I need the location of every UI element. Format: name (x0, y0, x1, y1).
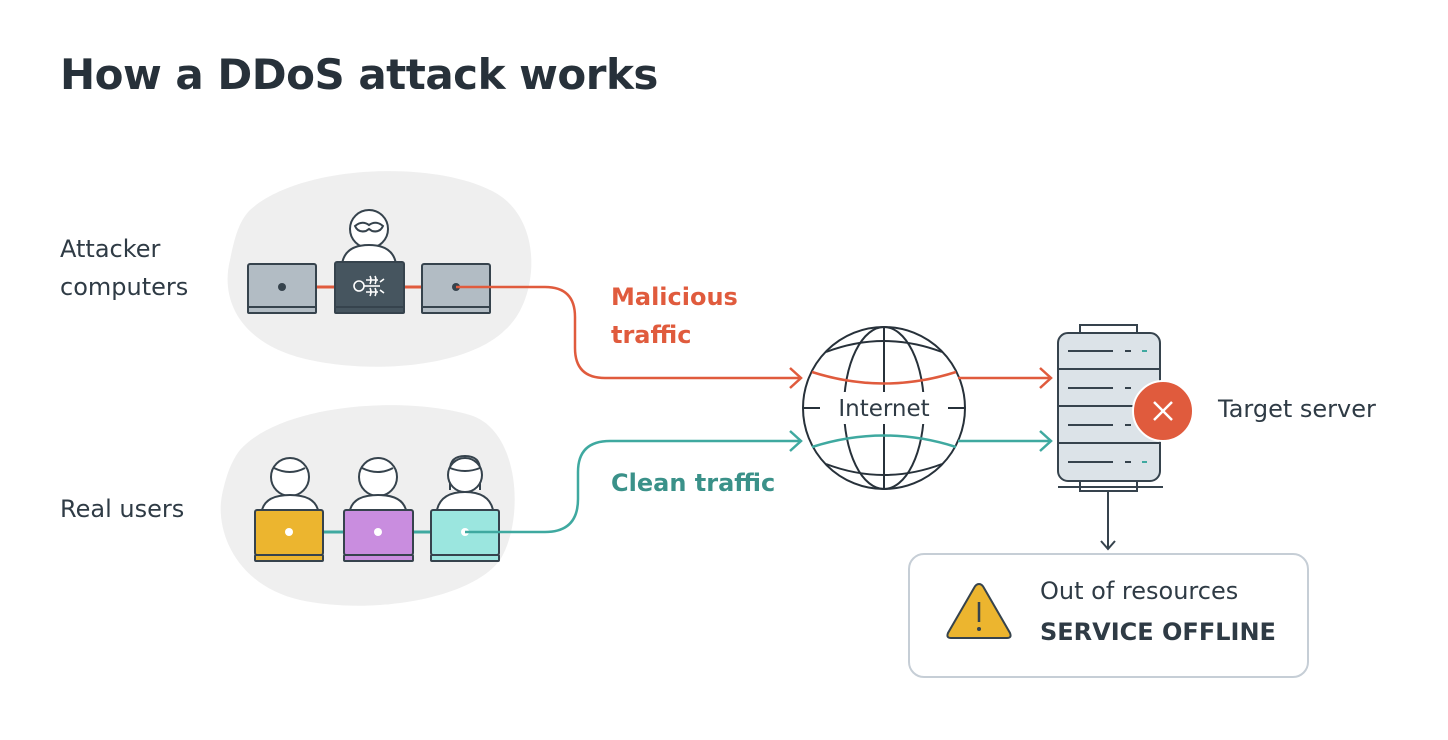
attacker-computers-label: Attacker computers (60, 230, 188, 306)
bug-icon (353, 275, 385, 297)
page-title: How a DDoS attack works (60, 50, 658, 99)
clean-to-server-arrowhead (1039, 430, 1053, 452)
malicious-traffic-path (456, 285, 800, 380)
status-title: SERVICE OFFLINE (1040, 618, 1276, 646)
globe-clean-arc (811, 434, 957, 449)
warning-triangle-icon (946, 582, 1012, 639)
attacker-label-line1: Attacker (60, 235, 161, 263)
real-users-label: Real users (60, 495, 185, 523)
malicious-to-server-arrowhead (1039, 367, 1053, 389)
user-2 (343, 457, 414, 562)
attacker-laptop-3 (421, 263, 491, 314)
clean-arrowhead (789, 430, 803, 452)
status-box: Out of resources SERVICE OFFLINE (908, 553, 1309, 678)
clean-traffic-path (465, 439, 800, 534)
malicious-traffic-label: Malicious traffic (611, 278, 738, 354)
clean-traffic-label: Clean traffic (611, 469, 776, 497)
attacker-laptop-2 (334, 261, 405, 314)
internet-label: Internet (838, 396, 929, 422)
malicious-arrowhead (789, 367, 803, 389)
error-badge (1132, 380, 1194, 442)
status-message: Out of resources (1040, 577, 1239, 605)
target-server-label: Target server (1218, 395, 1376, 423)
malicious-label-line1: Malicious (611, 283, 738, 311)
masked-hacker-icon (341, 209, 397, 265)
malicious-label-line2: traffic (611, 321, 692, 349)
attacker-label-line2: computers (60, 273, 189, 301)
close-icon (1153, 401, 1173, 421)
server-to-status-arrowhead (1100, 540, 1116, 551)
server-icon (1057, 324, 1163, 492)
user-1 (254, 457, 324, 562)
attacker-laptop-1 (247, 263, 317, 314)
globe-malicious-arc (811, 370, 957, 385)
